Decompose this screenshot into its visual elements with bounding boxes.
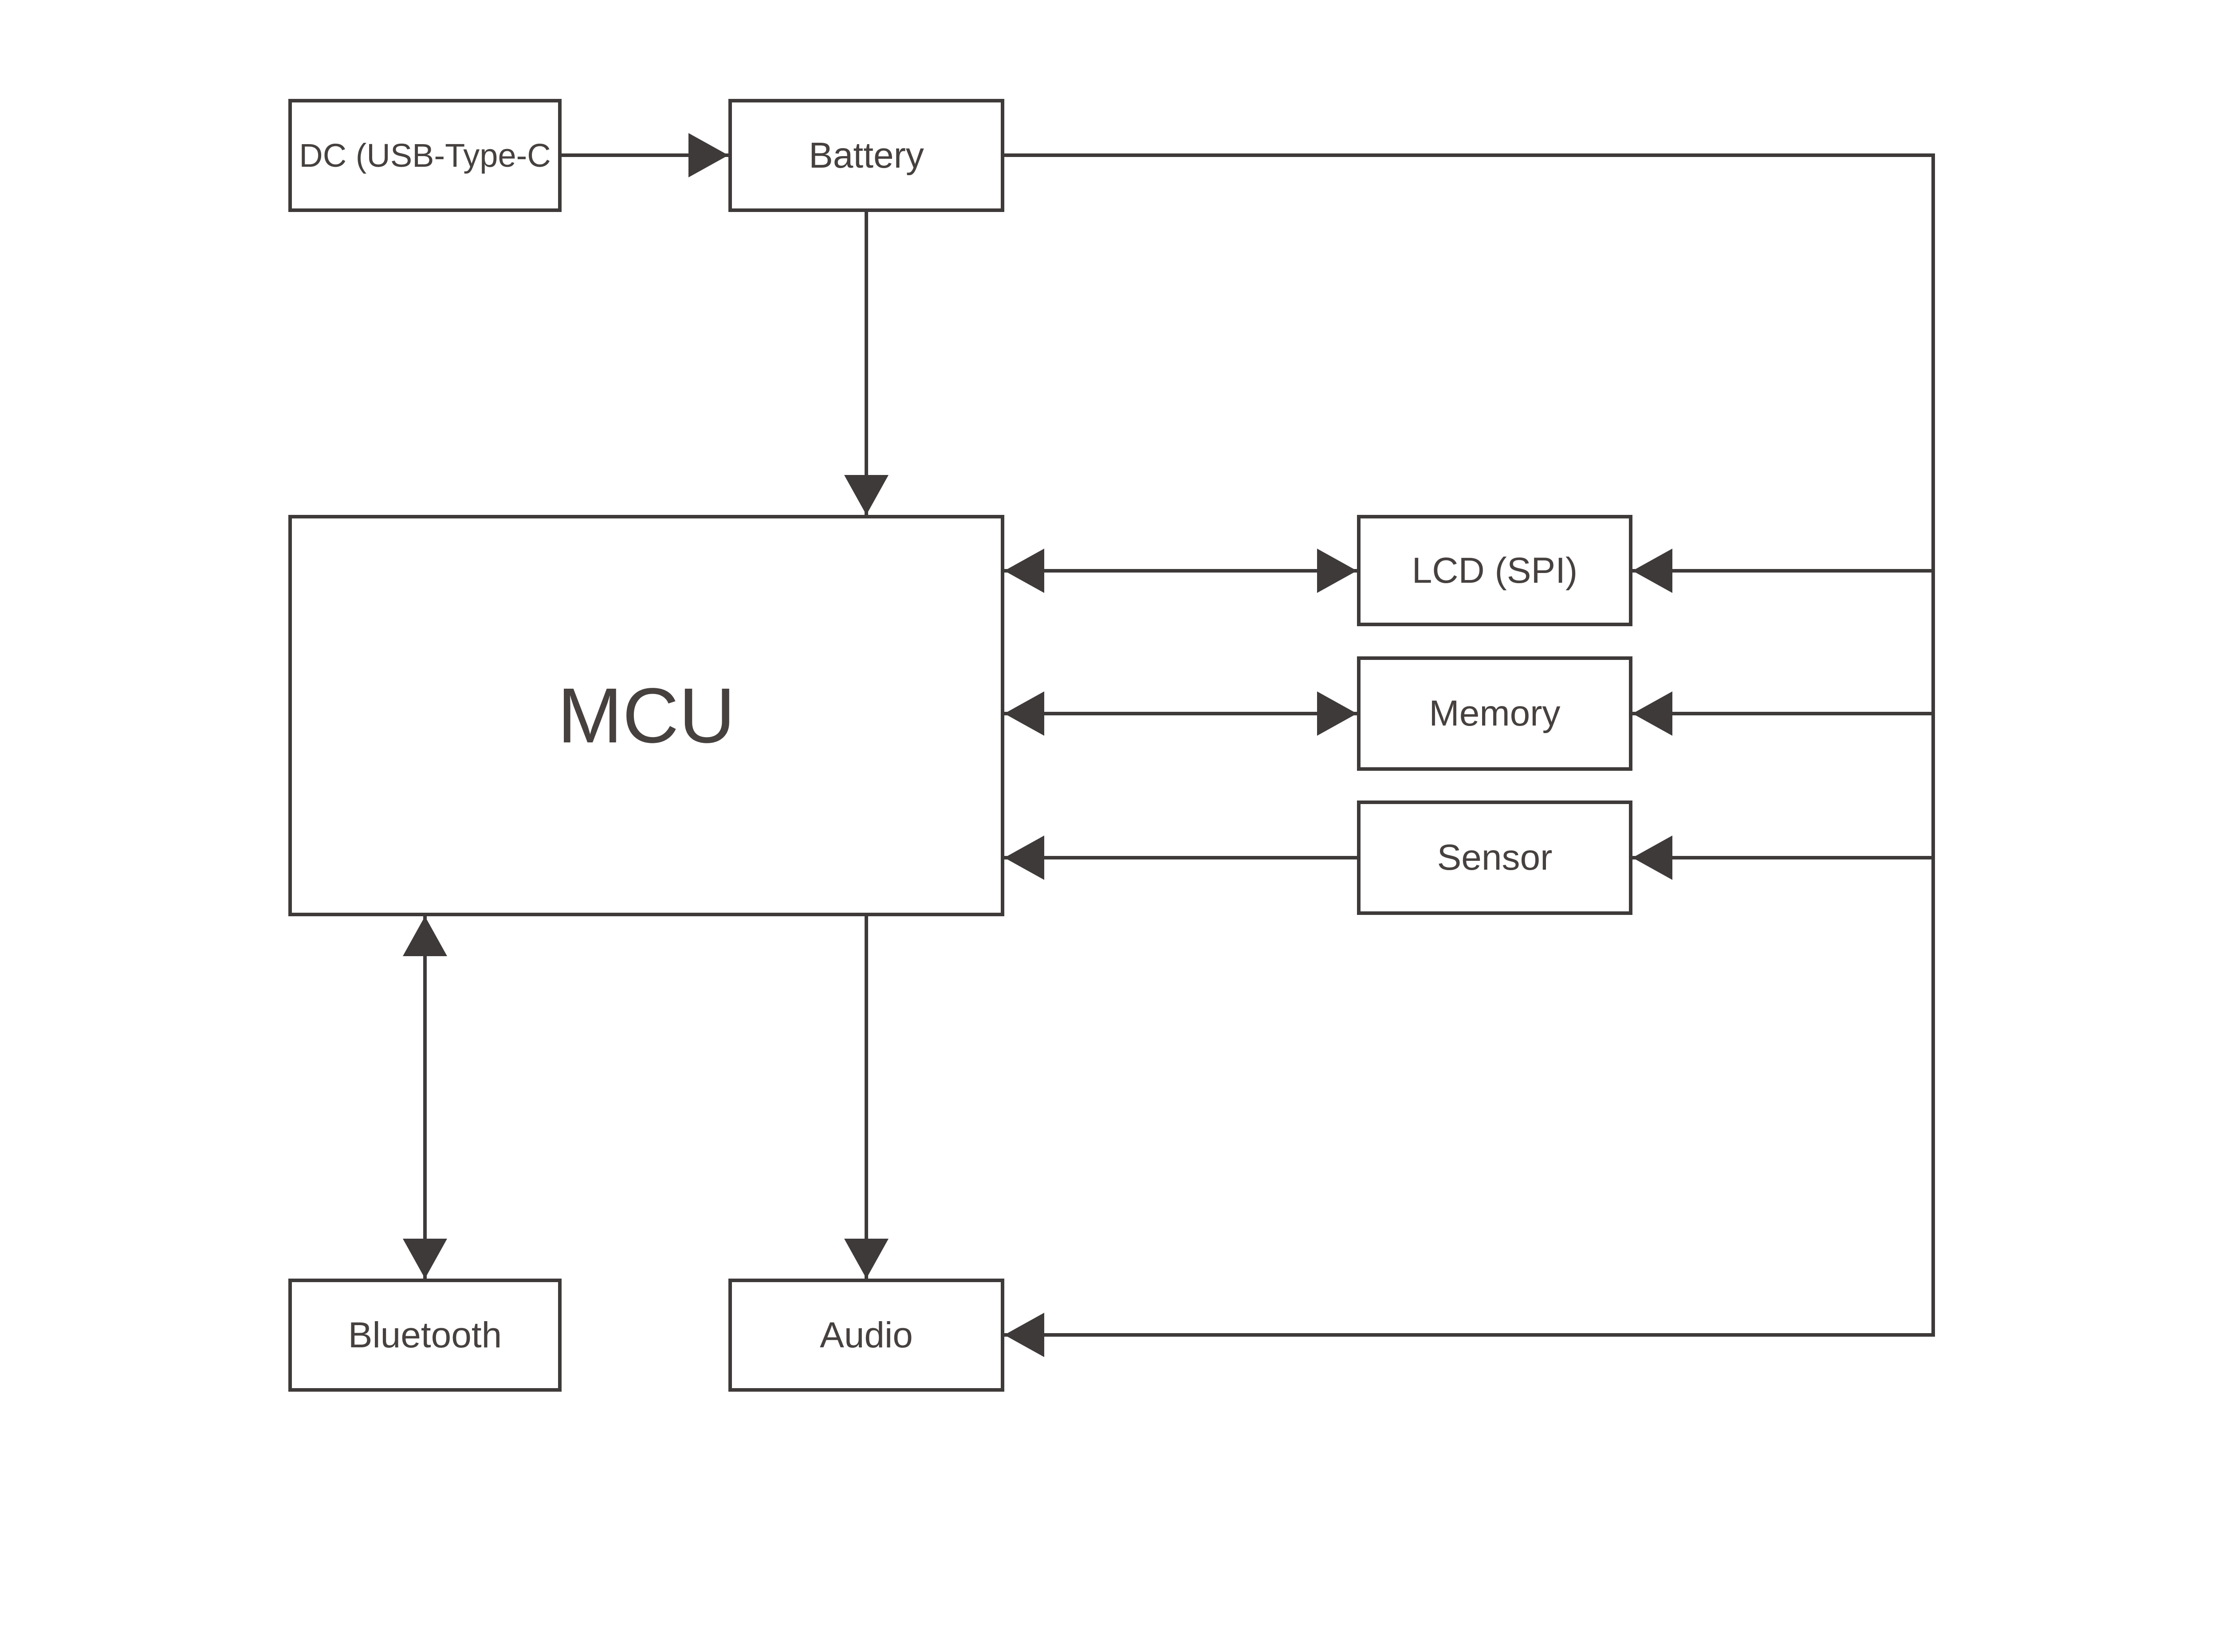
edge-battery-bus-to-audio	[1004, 153, 1935, 1357]
node-mcu: MCU	[288, 515, 1004, 916]
node-dc-label: DC (USB-Type-C	[299, 137, 551, 174]
node-memory: Memory	[1357, 656, 1632, 771]
node-lcd-spi: LCD (SPI)	[1357, 515, 1632, 626]
node-battery: Battery	[728, 99, 1004, 212]
node-memory-label: Memory	[1429, 693, 1561, 734]
node-lcd-label: LCD (SPI)	[1412, 550, 1578, 591]
node-sensor: Sensor	[1357, 800, 1632, 915]
node-audio: Audio	[728, 1279, 1004, 1392]
node-mcu-label: MCU	[557, 672, 735, 759]
node-audio-label: Audio	[820, 1315, 913, 1355]
node-dc-usb-type-c: DC (USB-Type-C	[288, 99, 562, 212]
node-bluetooth-label: Bluetooth	[348, 1315, 502, 1355]
node-sensor-label: Sensor	[1437, 837, 1553, 878]
connectors	[403, 133, 1935, 1357]
node-bluetooth: Bluetooth	[288, 1279, 562, 1392]
node-battery-label: Battery	[809, 135, 924, 176]
